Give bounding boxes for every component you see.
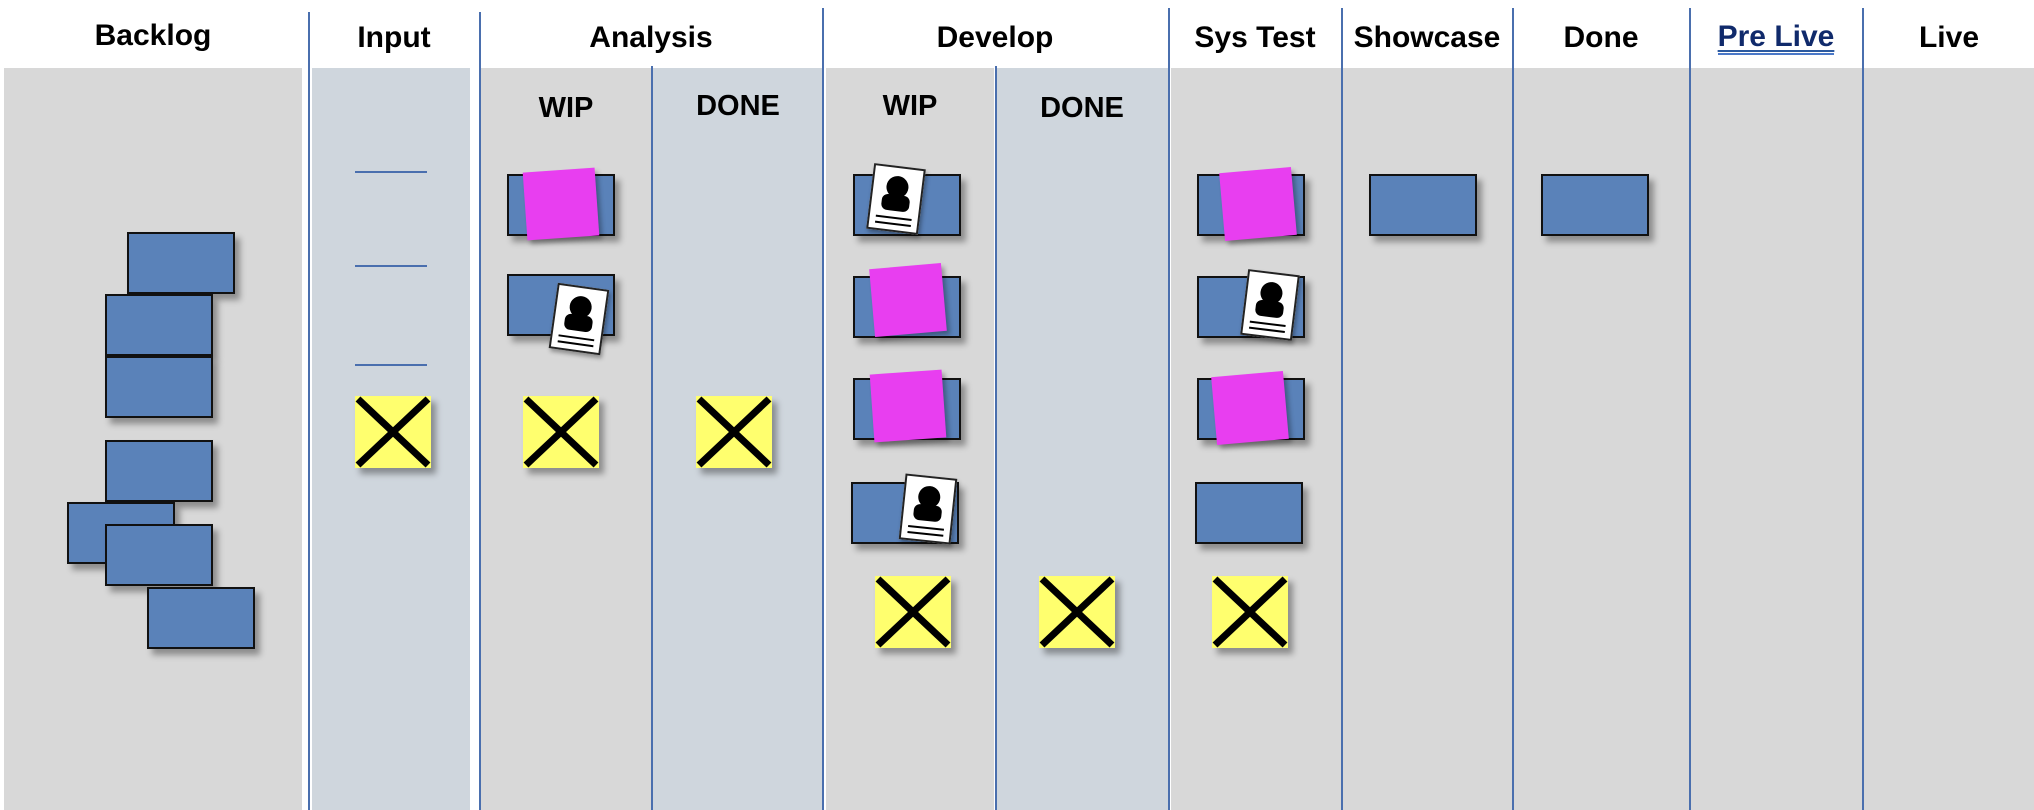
divider bbox=[308, 12, 310, 810]
backlog-card[interactable] bbox=[105, 524, 213, 586]
pink-sticky[interactable] bbox=[522, 167, 600, 241]
x-icon bbox=[1039, 576, 1115, 648]
input-slot-line bbox=[355, 171, 427, 173]
subheader-analysis-wip: WIP bbox=[538, 91, 594, 124]
divider bbox=[1168, 8, 1170, 810]
column-header-sys-test: Sys Test bbox=[1194, 21, 1316, 54]
x-icon bbox=[523, 396, 599, 468]
column-header-pre-live-wrap: Pre Live bbox=[1691, 18, 1861, 58]
avatar-card[interactable] bbox=[866, 163, 926, 235]
subheader-develop-wip: WIP bbox=[882, 89, 938, 122]
column-header-done: Done bbox=[1563, 21, 1639, 54]
pink-sticky[interactable] bbox=[1211, 370, 1289, 446]
column-header-analysis: Analysis bbox=[589, 21, 713, 54]
subheader-develop-done: DONE bbox=[1040, 91, 1124, 124]
work-card[interactable] bbox=[1369, 174, 1477, 236]
sub-divider bbox=[651, 66, 653, 810]
backlog-card[interactable] bbox=[147, 587, 255, 649]
input-slot-line bbox=[355, 364, 427, 366]
blocker-sticky[interactable] bbox=[523, 396, 599, 468]
column-header-live: Live bbox=[1918, 21, 1980, 54]
person-icon bbox=[874, 176, 912, 227]
divider bbox=[1341, 8, 1343, 810]
x-icon bbox=[696, 396, 772, 468]
column-header-backlog: Backlog bbox=[94, 19, 212, 52]
pink-sticky[interactable] bbox=[869, 369, 947, 443]
blocker-sticky[interactable] bbox=[355, 396, 431, 468]
column-header-input: Input bbox=[357, 21, 431, 54]
blocker-sticky[interactable] bbox=[1039, 576, 1115, 648]
column-header-develop: Develop bbox=[936, 21, 1054, 54]
sub-divider bbox=[995, 66, 997, 810]
x-icon bbox=[1212, 576, 1288, 648]
divider bbox=[822, 8, 824, 810]
divider bbox=[1512, 8, 1514, 810]
backlog-card[interactable] bbox=[127, 232, 235, 294]
pink-sticky[interactable] bbox=[1219, 166, 1297, 242]
divider bbox=[1862, 8, 1864, 810]
person-icon bbox=[1248, 282, 1286, 333]
x-icon bbox=[875, 576, 951, 648]
pink-sticky[interactable] bbox=[869, 262, 947, 338]
blocker-sticky[interactable] bbox=[696, 396, 772, 468]
blocker-sticky[interactable] bbox=[1212, 576, 1288, 648]
blocker-sticky[interactable] bbox=[875, 576, 951, 648]
divider bbox=[1689, 8, 1691, 810]
develop-done-lane bbox=[997, 68, 1168, 810]
avatar-card[interactable] bbox=[548, 282, 610, 356]
column-header-showcase: Showcase bbox=[1353, 21, 1501, 54]
person-icon bbox=[557, 296, 595, 348]
backlog-card[interactable] bbox=[105, 294, 213, 356]
work-card[interactable] bbox=[1541, 174, 1649, 236]
avatar-card[interactable] bbox=[898, 473, 958, 545]
subheader-analysis-done: DONE bbox=[696, 89, 780, 122]
avatar-card[interactable] bbox=[1240, 269, 1300, 341]
x-icon bbox=[355, 396, 431, 468]
backlog-card[interactable] bbox=[105, 440, 213, 502]
input-slot-line bbox=[355, 265, 427, 267]
backlog-card[interactable] bbox=[105, 356, 213, 418]
backlog-lane bbox=[4, 68, 302, 810]
work-card[interactable] bbox=[1195, 482, 1303, 544]
column-header-pre-live[interactable]: Pre Live bbox=[1717, 19, 1835, 55]
divider bbox=[479, 12, 481, 810]
person-icon bbox=[907, 486, 945, 537]
